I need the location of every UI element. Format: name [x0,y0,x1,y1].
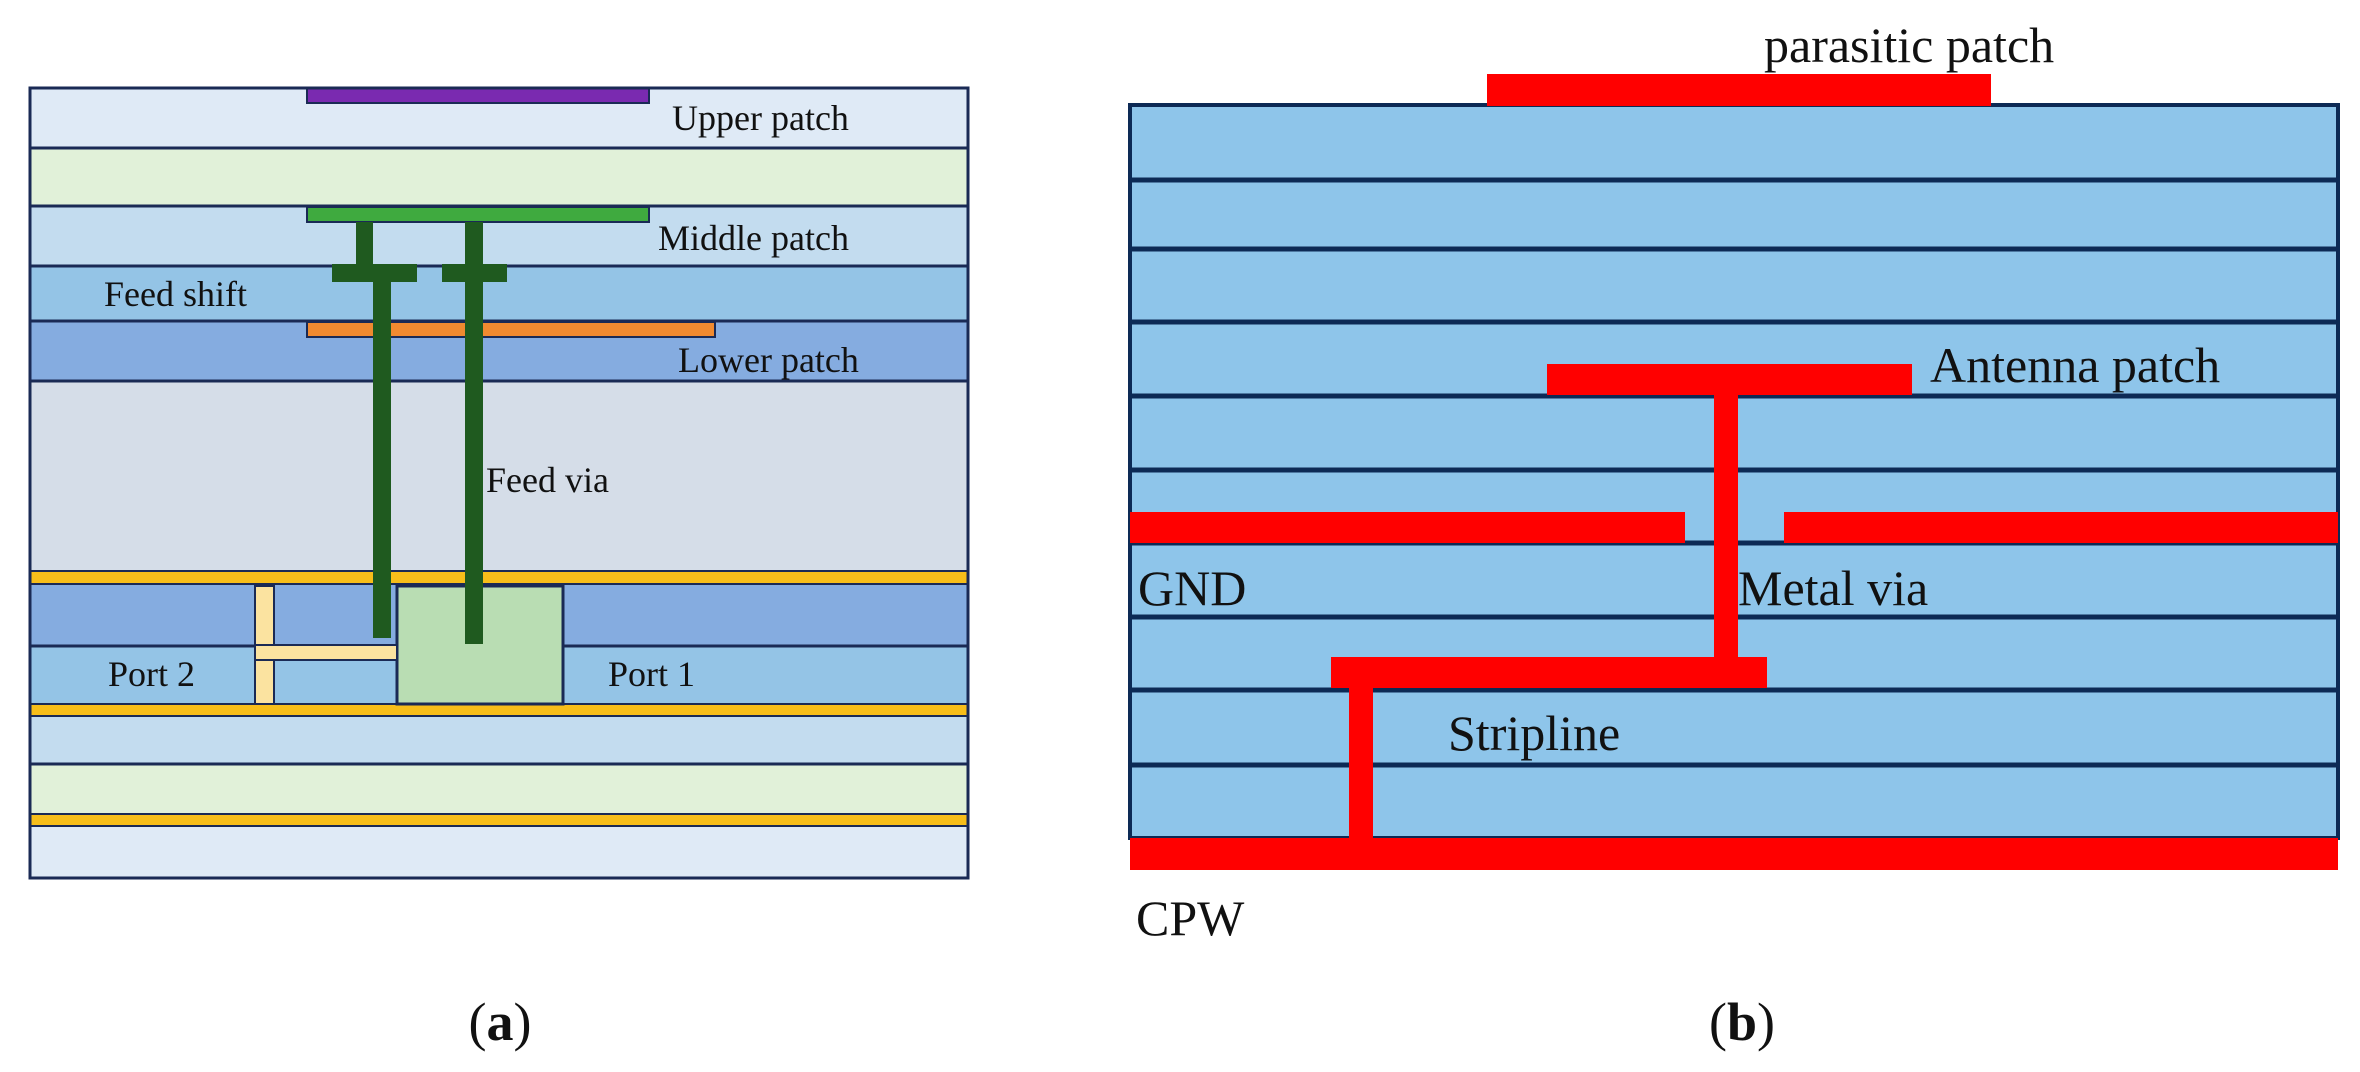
ground-plane-upper [29,570,969,585]
layer-light-blue-2 [30,716,968,764]
feed-shift-right-pad [442,264,507,282]
label-port-2: Port 2 [108,654,195,694]
gnd-plane-left [1130,512,1685,543]
layer-bottom-pale-blue [30,826,968,878]
ground-plane-lower [29,813,969,827]
stripline-via [1349,688,1373,838]
cpw-plane [1130,838,2338,870]
feed-via-left-lower [373,282,391,638]
label-lower-patch: Lower patch [678,340,859,380]
stripline [1331,657,1767,688]
lower-patch [306,321,716,338]
label-metal-via: Metal via [1738,560,1928,616]
panel-a-stackup-diagram: Upper patch Middle patch Feed shift Lowe… [28,86,970,1052]
label-port-1: Port 1 [608,654,695,694]
label-gnd: GND [1138,560,1246,616]
metal-via [1714,395,1738,663]
label-stripline: Stripline [1448,705,1620,761]
label-feed-shift: Feed shift [104,274,247,314]
label-middle-patch: Middle patch [658,218,849,258]
label-feed-via: Feed via [486,460,609,500]
ground-plane-middle [29,703,969,717]
label-antenna-patch: Antenna patch [1930,337,2220,393]
port-2-stripline [254,585,398,705]
parasitic-patch [1487,74,1991,106]
gnd-plane-right [1784,512,2338,543]
label-upper-patch: Upper patch [672,98,849,138]
feed-via-left-upper [356,222,373,268]
caption-a: (a) [469,992,532,1052]
layer-grey-thick [30,381,968,571]
panel-b-stackup-diagram: parasitic patch Antenna patch GND Metal … [1128,17,2340,1052]
feed-via-right [465,222,483,644]
antenna-patch [1547,364,1912,395]
panel-b-metal [1130,74,2338,870]
layer-pale-green-1 [30,148,968,206]
label-parasitic-patch: parasitic patch [1764,17,2054,73]
panel-a-frame [28,86,970,880]
label-cpw: CPW [1136,890,1245,946]
caption-b: (b) [1709,992,1775,1052]
port-2-horizontal-strip [254,644,398,661]
upper-patch [306,87,650,104]
middle-patch [306,206,650,223]
feed-vias [332,222,507,644]
feed-shift-left-pad [332,264,417,282]
layer-pale-green-2 [30,764,968,814]
